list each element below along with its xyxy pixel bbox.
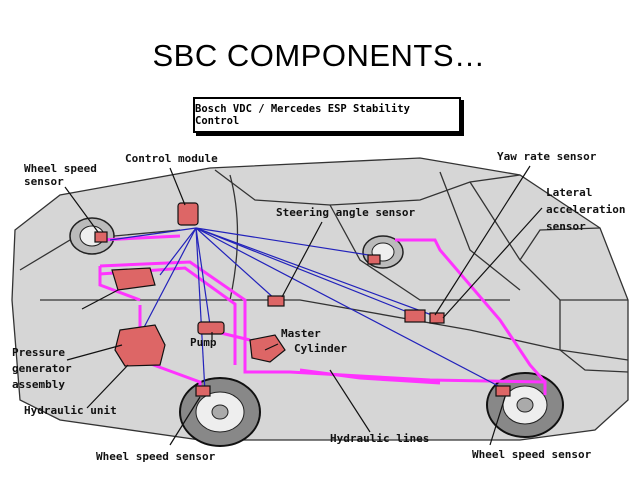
- diagram-title-box: Bosch VDC / Mercedes ESP Stability Contr…: [193, 97, 461, 133]
- label-wheel-speed-sensor-bl: Wheel speed sensor: [96, 450, 216, 463]
- yaw-sensor-icon: [404, 309, 426, 323]
- label-master-1: Master: [281, 327, 321, 340]
- steering-sensor-icon: [267, 295, 285, 307]
- label-wheel-speed-sensor-tl: Wheel speed: [24, 162, 97, 175]
- leader-lines: [64, 165, 543, 446]
- label-lateral-2: acceleration: [546, 203, 625, 216]
- lateral-sensor-icon: [429, 312, 445, 324]
- label-pump: Pump: [190, 336, 217, 349]
- label-pressure-2: generator: [12, 362, 72, 375]
- wheel-front-right: [179, 377, 261, 447]
- label-hydraulic-lines: Hydraulic lines: [330, 432, 429, 445]
- pressure-generator-icon: [111, 267, 156, 291]
- hydraulic-unit-icon: [114, 324, 166, 367]
- wheel-sensor-rl-icon: [367, 254, 381, 265]
- slide-title: SBC COMPONENTS…: [152, 38, 486, 73]
- signal-lines: [109, 227, 507, 393]
- label-wheel-speed-sensor-tl-2: sensor: [24, 175, 64, 188]
- label-pressure-1: Pressure: [12, 346, 65, 359]
- components: [94, 202, 511, 397]
- control-module-icon: [177, 202, 199, 226]
- label-master-2: Cylinder: [294, 342, 347, 355]
- wheel-sensor-fl-icon: [94, 231, 108, 243]
- label-yaw-rate-sensor: Yaw rate sensor: [497, 150, 597, 163]
- wheel-sensor-rr-icon: [495, 385, 511, 397]
- label-hydraulic-unit: Hydraulic unit: [24, 404, 117, 417]
- label-lateral-1: Lateral: [546, 186, 592, 199]
- label-lateral-3: sensor: [546, 220, 586, 233]
- label-wheel-speed-sensor-br: Wheel speed sensor: [472, 448, 592, 461]
- label-pressure-3: assembly: [12, 378, 65, 391]
- label-control-module: Control module: [125, 152, 218, 165]
- pump-icon: [197, 321, 225, 335]
- label-steering-angle-sensor: Steering angle sensor: [276, 206, 415, 219]
- wheel-sensor-fr-icon: [195, 385, 211, 397]
